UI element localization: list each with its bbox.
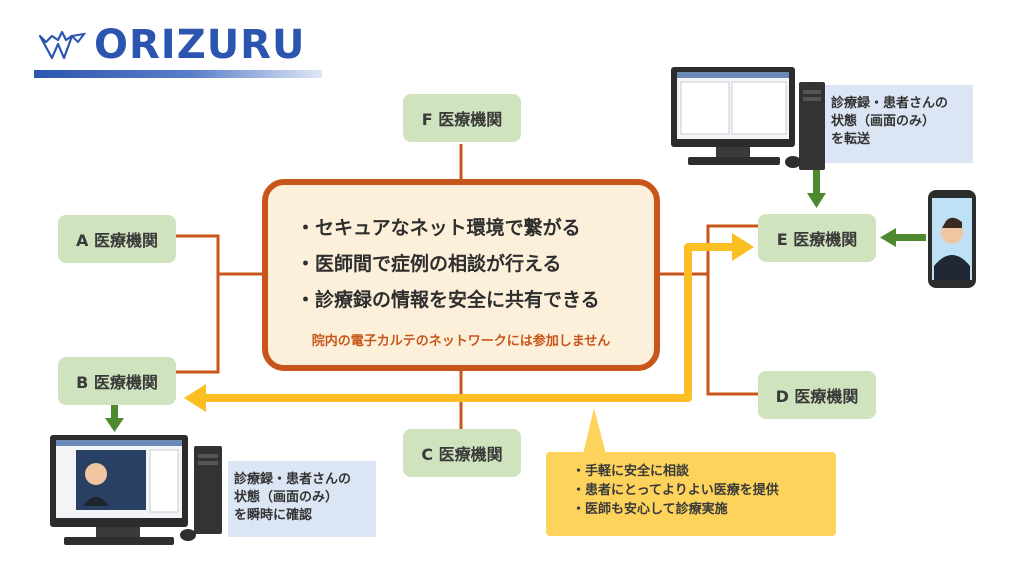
node-f: F 医療機関 [403,94,521,142]
transfer-note: 診療録・患者さんの 状態（画面のみ） を転送 [825,85,973,163]
wire-a [176,234,262,276]
confirm-note-line: 診療録・患者さんの [234,472,352,487]
confirm-note: 診療録・患者さんの 状態（画面のみ） を瞬時に確認 [228,461,376,537]
transfer-note-line: 診療録・患者さんの [831,96,949,111]
wire-b [176,274,220,374]
summary-note: 院内の電子カルテのネットワークには参加しません [311,334,611,349]
arrow-down-from-b [105,418,124,432]
logo-text: ORIZURU [94,22,306,68]
logo-underline [34,70,322,78]
confirm-note-line: 状態（画面のみ） [234,490,339,505]
desktop-pc-bottom [50,435,222,545]
benefit-item: ・患者にとってよりよい医療を提供 [572,483,779,498]
transfer-note-line: を転送 [831,132,871,147]
arrow-left-to-e [880,228,896,247]
arrow-head-right [732,233,754,261]
confirm-note-line: を瞬時に確認 [234,508,313,523]
summary-line-3: ・診療録の情報を安全に共有できる [296,289,600,311]
smartphone [928,190,976,288]
node-c: C 医療機関 [403,429,521,477]
network-summary-box: ・セキュアなネット環境で繋がる ・医師間で症例の相談が行える ・診療録の情報を安… [262,179,660,371]
benefits-callout: ・手軽に安全に相談 ・患者にとってよりよい医療を提供 ・医師も安心して診療実施 [546,452,836,536]
transfer-note-line: 状態（画面のみ） [831,114,936,129]
arrow-head-left [184,384,206,412]
wire-d [706,274,758,396]
node-d: D 医療機関 [758,371,876,419]
desktop-pc-top [671,67,825,170]
benefit-item: ・医師も安心して診療実施 [572,502,728,517]
summary-line-2: ・医師間で症例の相談が行える [296,253,562,275]
data-flow-line [200,243,736,402]
node-b: B 医療機関 [58,357,176,405]
callout-pointer [583,408,606,454]
benefit-item: ・手軽に安全に相談 [572,464,690,479]
crane-icon [38,30,86,60]
node-a: A 医療機関 [58,215,176,263]
arrow-down-to-e [807,193,826,208]
logo: ORIZURU [38,22,305,68]
node-e: E 医療機関 [758,214,876,262]
summary-line-1: ・セキュアなネット環境で繋がる [296,217,581,239]
